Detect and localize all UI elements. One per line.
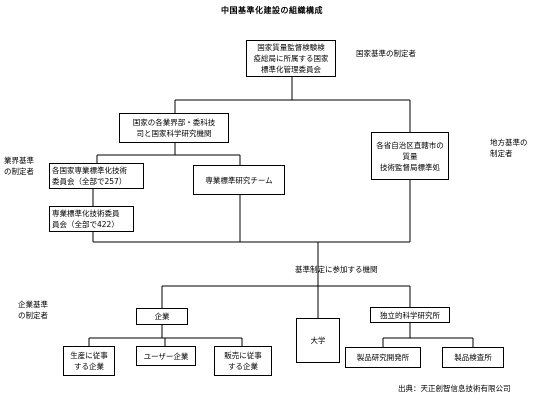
source-caption: 出典：天正創智信息技術有限公司 <box>398 384 511 393</box>
industry-standard-label: 業界基準 の制定者 <box>4 156 34 176</box>
local-bureau-box: 各省自治区直轄市の質量 技術監督局標準処 <box>371 132 449 180</box>
enterprise-standard-label: 企業基準 の制定者 <box>18 300 48 320</box>
ministries-box: 国家の各業界部・委科技 司と国家科学研究機関 <box>119 113 229 143</box>
enterprise-box: 企業 <box>136 308 188 325</box>
technical-subcommittee-box: 専業標準化技術委員 員会（全部で422） <box>49 206 134 232</box>
user-enterprise-box: ユーザー企業 <box>136 346 196 366</box>
national-standardization-admin-box: 国家質量監督検験検 疫総局に所属する国家 標準化管理委員会 <box>246 40 336 77</box>
product-inspection-box: 製品検査所 <box>442 347 504 368</box>
product-development-box: 製品研究開発所 <box>345 347 421 368</box>
chart-title: 中国基準化建設の組織構成 <box>221 6 323 15</box>
participants-label: 基準制定に参加する機関 <box>295 265 378 274</box>
university-box: 大学 <box>296 318 340 363</box>
national-standard-label: 国家基準の制定者 <box>356 49 416 58</box>
research-team-box: 専業標準研究チーム <box>193 165 285 195</box>
research-institute-box: 独立的科学研究所 <box>370 307 450 323</box>
sales-enterprise-box: 販売に従事 する企業 <box>214 346 272 376</box>
local-standard-label: 地方基準の 制定者 <box>490 138 528 158</box>
production-enterprise-box: 生産に従事 する企業 <box>63 346 115 376</box>
national-technical-committee-box: 各国家専業標準化技術 委員会（全部で257） <box>49 163 144 189</box>
